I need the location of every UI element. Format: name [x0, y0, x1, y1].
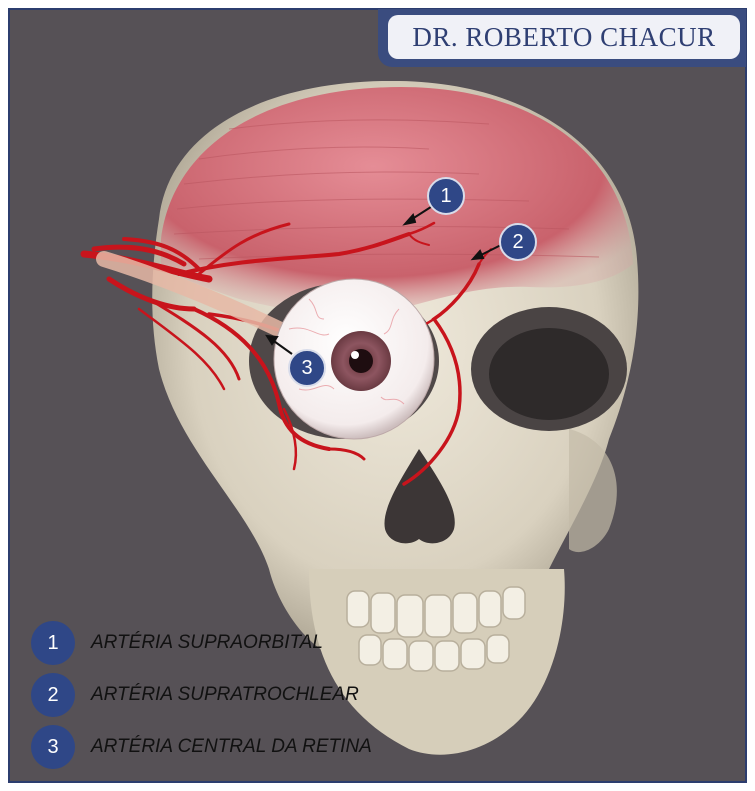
header-title: DR. ROBERTO CHACUR	[412, 22, 715, 53]
legend-label-2: ARTÉRIA SUPRATROCHLEAR	[91, 684, 359, 706]
legend-item-1: 1 ARTÉRIA SUPRAORBITAL	[31, 621, 323, 665]
legend-item-2: 2 ARTÉRIA SUPRATROCHLEAR	[31, 673, 359, 717]
legend-label-3: ARTÉRIA CENTRAL DA RETINA	[91, 736, 372, 758]
skull-illustration	[9, 9, 746, 782]
header-inner: DR. ROBERTO CHACUR	[388, 15, 740, 59]
legend-label-1: ARTÉRIA SUPRAORBITAL	[91, 632, 323, 654]
header-banner: DR. ROBERTO CHACUR	[378, 9, 746, 67]
legend-item-3: 3 ARTÉRIA CENTRAL DA RETINA	[31, 725, 372, 769]
callout-1: 1	[427, 177, 465, 215]
callout-2: 2	[499, 223, 537, 261]
legend-number-1: 1	[31, 621, 75, 665]
legend-number-3: 3	[31, 725, 75, 769]
callout-3: 3	[288, 349, 326, 387]
legend-number-2: 2	[31, 673, 75, 717]
